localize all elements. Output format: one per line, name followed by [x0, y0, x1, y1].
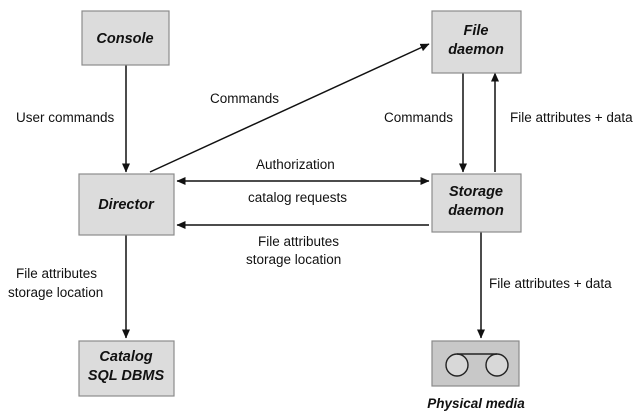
tape-reel-right-icon — [485, 353, 509, 377]
catalog-label-line2: SQL DBMS — [88, 368, 165, 384]
file-attributes-catalog-label: File attributes — [16, 266, 97, 281]
file-daemon-node: File daemon — [431, 10, 522, 74]
physical-media-label: Physical media — [427, 396, 525, 411]
director-commands-label: Commands — [210, 91, 279, 106]
catalog-node: Catalog SQL DBMS — [78, 340, 175, 397]
storage-daemon-node: Storage daemon — [431, 173, 522, 233]
director-label: Director — [98, 197, 155, 213]
user-commands-label: User commands — [16, 110, 115, 125]
catalog-requests-label: catalog requests — [248, 190, 347, 205]
edge-director-to-file-daemon — [149, 43, 430, 173]
storage-location-return-label: storage location — [246, 252, 341, 267]
file-attributes-return-label: File attributes — [258, 234, 339, 249]
file-attributes-data-upper-label: File attributes + data — [510, 110, 633, 125]
tape-reel-left-icon — [445, 353, 469, 377]
console-label: Console — [96, 31, 153, 47]
storage-daemon-label-line1: Storage — [449, 184, 503, 200]
console-node: Console — [81, 10, 170, 66]
director-node: Director — [78, 173, 175, 236]
file-daemon-label-line2: daemon — [448, 42, 504, 58]
file-attributes-data-lower-label: File attributes + data — [489, 276, 612, 291]
tape-media-icon — [431, 340, 520, 387]
authorization-label: Authorization — [256, 157, 335, 172]
storage-location-catalog-label: storage location — [8, 285, 103, 300]
storage-daemon-label-line2: daemon — [448, 203, 504, 219]
file-daemon-label-line1: File — [464, 23, 489, 39]
file-daemon-commands-label: Commands — [384, 110, 453, 125]
catalog-label-line1: Catalog — [99, 349, 152, 365]
